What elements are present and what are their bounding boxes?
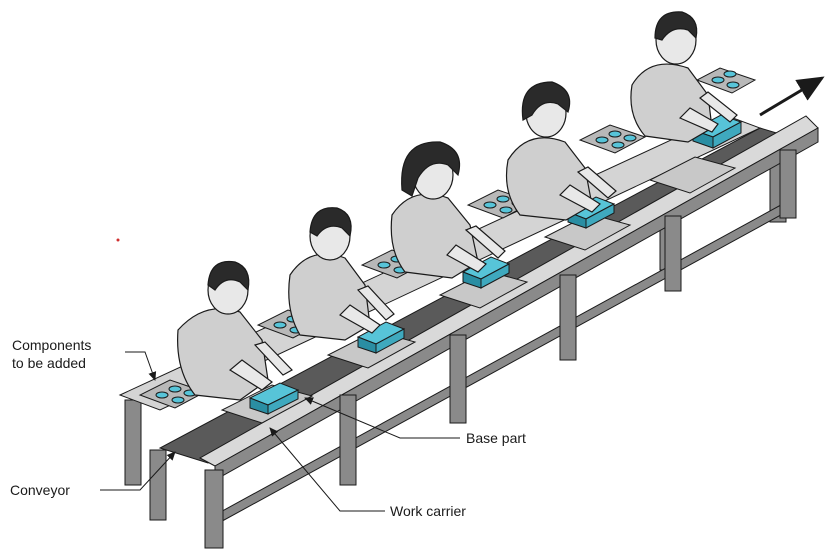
components-label-line2: to be added	[12, 355, 86, 371]
component-tray-icon	[580, 125, 645, 153]
worker-icon	[289, 208, 394, 340]
components-label-line1: Components	[12, 337, 91, 353]
stray-dot	[117, 239, 120, 242]
arrow-icon	[760, 78, 822, 115]
conveyor-label: Conveyor	[10, 482, 70, 498]
component-tray-icon	[697, 68, 755, 93]
base-part-label: Base part	[466, 430, 526, 446]
work-carrier-label: Work carrier	[390, 503, 466, 519]
